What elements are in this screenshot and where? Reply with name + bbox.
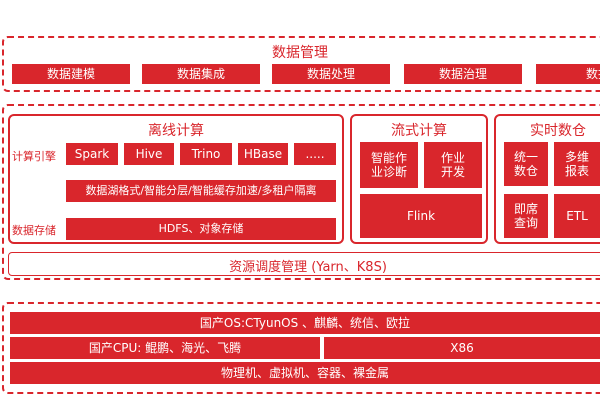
stream-job-development[interactable]: 作业开发 [424,142,482,188]
engine-spark[interactable]: Spark [66,143,118,165]
data-management-layer [2,36,600,92]
data-mgmt-item-governance[interactable]: 数据治理 [404,64,522,84]
stream-compute-title: 流式计算 [391,123,447,139]
infra-os[interactable]: 国产OS:CTyunOS 、麒麟、统信、欧拉 [10,312,600,334]
engine-trino[interactable]: Trino [180,143,232,165]
data-mgmt-item-processing[interactable]: 数据处理 [272,64,390,84]
storage-hdfs[interactable]: HDFS、对象存储 [66,218,336,240]
engine-more[interactable]: ..... [294,143,336,165]
infra-machines[interactable]: 物理机、虚拟机、容器、裸金属 [10,362,600,384]
infrastructure-layer [2,302,600,394]
infra-x86[interactable]: X86 [324,337,600,359]
realtime-etl[interactable]: ETL [554,194,600,238]
data-storage-label: 数据存储 [12,224,56,237]
offline-compute-title: 离线计算 [148,123,204,139]
engine-hive[interactable]: Hive [124,143,174,165]
compute-engine-label: 计算引擎 [12,150,56,163]
offline-features[interactable]: 数据湖格式/智能分层/智能缓存加速/多租户隔离 [66,180,336,202]
infra-domestic-cpu[interactable]: 国产CPU: 鲲鹏、海光、飞腾 [10,337,320,359]
compute-layer [2,104,600,280]
data-mgmt-item-integration[interactable]: 数据集成 [142,64,260,84]
data-management-title: 数据管理 [272,45,328,61]
data-mgmt-item-modeling[interactable]: 数据建模 [12,64,130,84]
engine-hbase[interactable]: HBase [238,143,288,165]
resource-scheduling-label: 资源调度管理 (Yarn、K8S) [229,260,387,275]
data-mgmt-item-partial[interactable]: 数据 [536,64,600,84]
realtime-unified-warehouse[interactable]: 统一数仓 [504,142,548,186]
realtime-adhoc-query[interactable]: 即席查询 [504,194,548,238]
stream-flink[interactable]: Flink [360,194,482,238]
realtime-multidim-report[interactable]: 多维报表 [554,142,600,186]
stream-job-diagnosis[interactable]: 智能作业诊断 [360,142,418,188]
resource-scheduling-bar[interactable] [8,252,600,276]
realtime-warehouse-title: 实时数仓 [530,123,586,139]
